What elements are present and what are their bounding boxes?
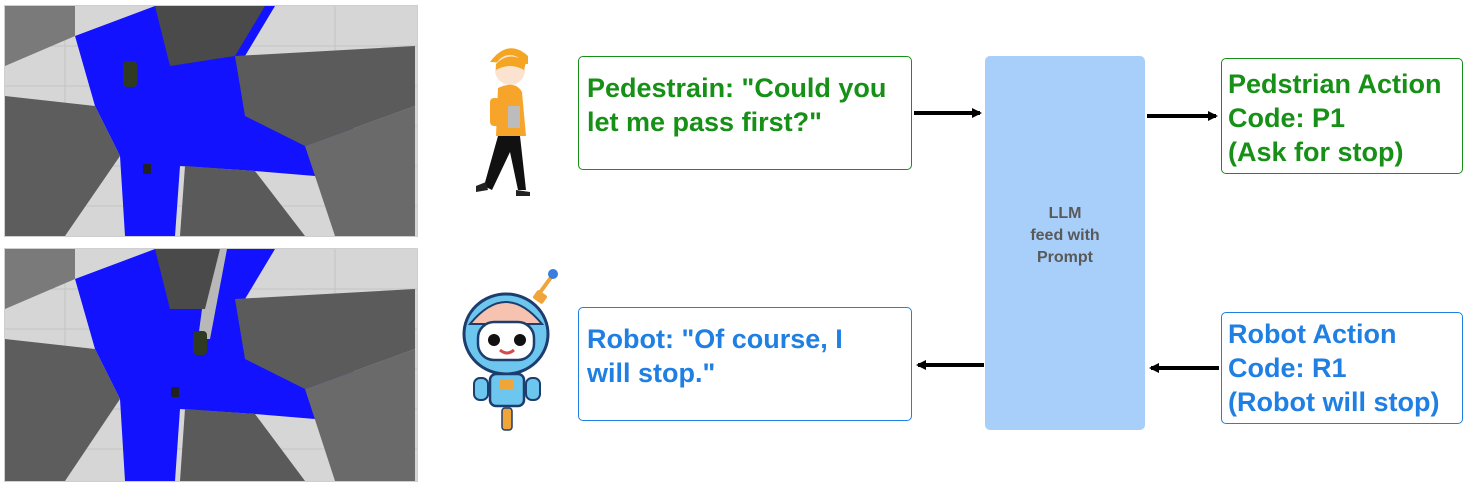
simulation-scene-bottom xyxy=(5,249,417,481)
pedestrian-figure-icon xyxy=(476,48,530,196)
pedestrian-message-box: Pedestrain: "Could you let me pass first… xyxy=(578,56,912,170)
llm-subtitle-line2: Prompt xyxy=(1037,249,1093,266)
robot-message-box: Robot: "Of course, I will stop." xyxy=(578,307,912,421)
pedestrian-action-code-box: Pedstrian Action Code: P1 (Ask for stop) xyxy=(1221,58,1463,174)
simulation-view-bottom xyxy=(4,248,418,482)
llm-subtitle-line1: feed with xyxy=(1030,227,1100,244)
llm-prompt-box: LLM feed with Prompt xyxy=(985,56,1145,430)
robot-figure-icon xyxy=(462,269,558,431)
simulation-scene-top xyxy=(5,6,417,236)
simulation-view-top xyxy=(4,5,418,237)
llm-title: LLM xyxy=(1048,205,1082,222)
robot-action-code-box: Robot Action Code: R1 (Robot will stop) xyxy=(1221,312,1463,424)
